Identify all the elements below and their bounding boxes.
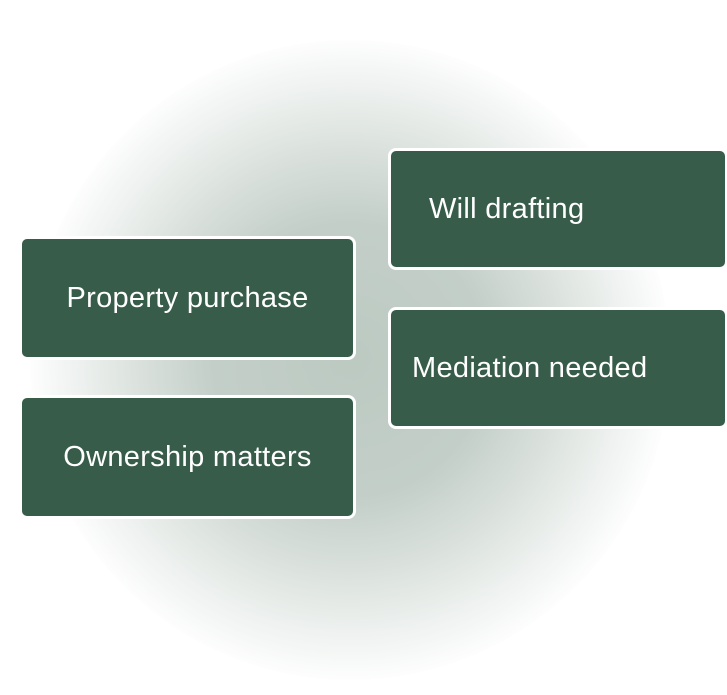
card-label: Property purchase [66, 281, 309, 314]
card-mediation-needed[interactable]: Mediation needed [388, 307, 727, 429]
card-label: Ownership matters [63, 440, 312, 473]
card-label: Will drafting [429, 192, 585, 225]
card-will-drafting[interactable]: Will drafting [388, 148, 727, 270]
card-ownership-matters[interactable]: Ownership matters [19, 395, 356, 519]
card-property-purchase[interactable]: Property purchase [19, 236, 356, 360]
card-label: Mediation needed [412, 351, 648, 384]
